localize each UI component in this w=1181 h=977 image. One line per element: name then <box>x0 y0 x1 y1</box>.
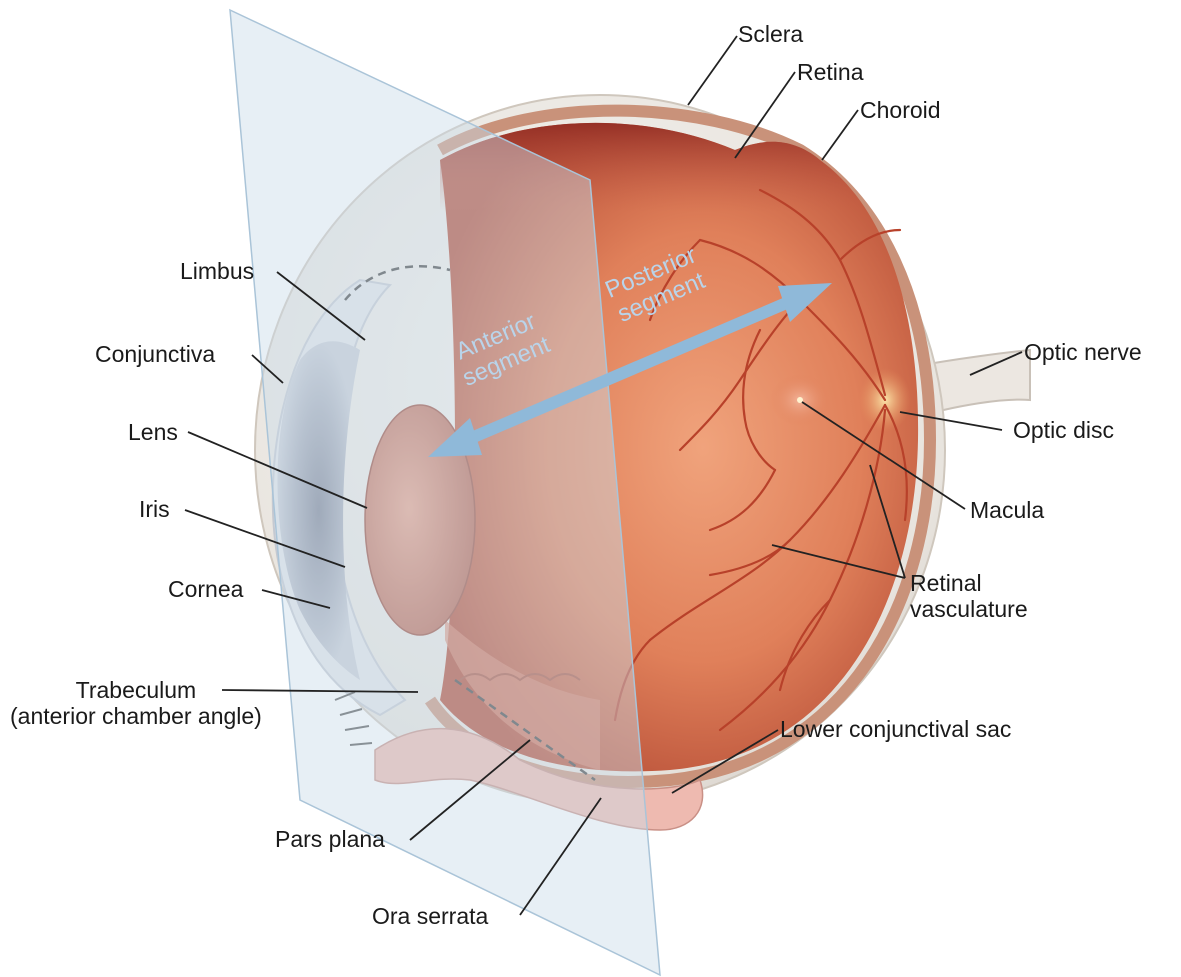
label-trabeculum: Trabeculum (anterior chamber angle) <box>10 677 262 729</box>
label-optic-nerve: Optic nerve <box>1024 339 1142 365</box>
label-retinal-vasculature-line1: Retinal <box>910 570 1028 596</box>
label-retinal-vasculature: Retinal vasculature <box>910 570 1028 622</box>
label-trabeculum-line1: Trabeculum <box>10 677 262 703</box>
leader-choroid <box>822 110 858 160</box>
label-ora-serrata: Ora serrata <box>372 903 488 929</box>
label-conjunctiva: Conjunctiva <box>95 341 215 367</box>
label-cornea: Cornea <box>168 576 243 602</box>
label-optic-disc: Optic disc <box>1013 417 1114 443</box>
label-sclera: Sclera <box>738 21 803 47</box>
label-retinal-vasculature-line2: vasculature <box>910 596 1028 622</box>
label-trabeculum-line2: (anterior chamber angle) <box>10 703 262 729</box>
label-limbus: Limbus <box>180 258 254 284</box>
label-choroid: Choroid <box>860 97 941 123</box>
label-macula: Macula <box>970 497 1044 523</box>
label-lower-conjunctival-sac: Lower conjunctival sac <box>780 716 1011 742</box>
label-retina: Retina <box>797 59 863 85</box>
label-pars-plana: Pars plana <box>275 826 385 852</box>
leader-sclera <box>688 36 737 105</box>
label-iris: Iris <box>139 496 170 522</box>
label-lens: Lens <box>128 419 178 445</box>
